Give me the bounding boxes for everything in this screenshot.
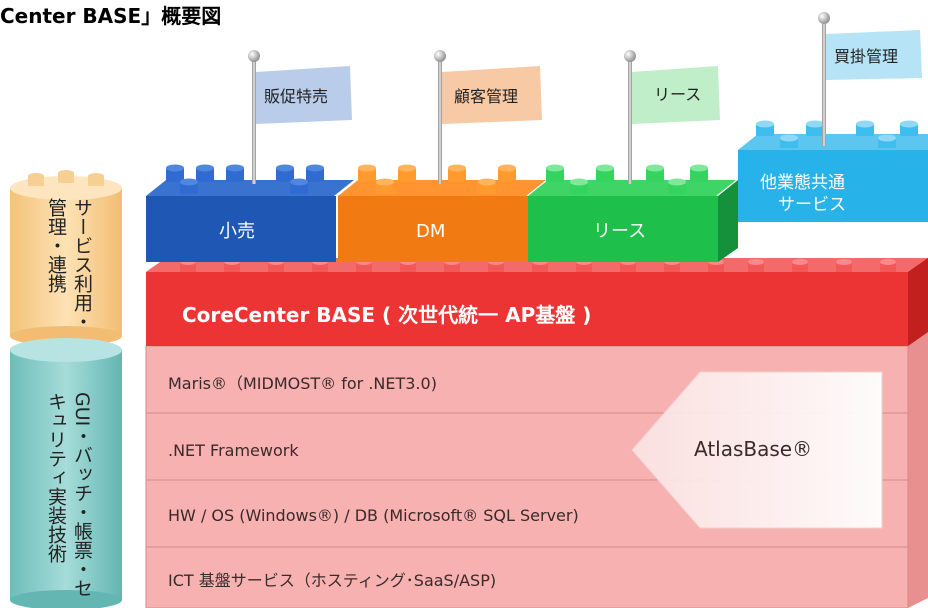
layer-hw-os-db: HW / OS (Windows®) / DB (Microsoft® SQL … <box>168 506 579 525</box>
flag-sales-promotion <box>248 50 352 184</box>
base-stud <box>400 262 416 272</box>
side-top-label: サービス利用・ <box>71 198 93 331</box>
flag-customer-management-label: 顧客管理 <box>454 87 518 106</box>
atlasbase-arrow <box>631 371 883 529</box>
layer-ict-service: ICT 基盤サービス（ホスティング･SaaS/ASP) <box>168 571 496 590</box>
module-dm-label: DM <box>416 221 445 242</box>
atlasbase-label: AtlasBase® <box>694 437 812 461</box>
side-cylinder-bottom <box>10 338 122 608</box>
module-dm <box>338 164 546 262</box>
module-retail <box>146 164 354 262</box>
common-service-line1: 他業態共通 <box>760 173 845 193</box>
layer-dotnet: .NET Framework <box>168 441 299 460</box>
page-title: Center BASE」概要図 <box>0 4 221 28</box>
base-stud <box>268 262 284 272</box>
flag-sales-promotion-label: 販促特売 <box>264 87 328 106</box>
flag-customer-management <box>434 50 542 184</box>
base-stud <box>312 262 328 272</box>
base-stud <box>880 262 896 272</box>
flag-lease <box>624 50 720 184</box>
base-stud-top <box>836 259 852 265</box>
flag-accounts-payable <box>818 12 922 146</box>
flag-accounts-payable-label: 買掛管理 <box>834 47 898 66</box>
common-service-line2: サービス <box>778 195 846 215</box>
base-stud <box>748 262 764 272</box>
base-stud <box>180 262 196 272</box>
base-block <box>146 258 928 346</box>
base-stud-top <box>748 259 764 265</box>
base-stud <box>664 262 680 272</box>
base-stud <box>532 262 548 272</box>
flag-lease-label: リース <box>654 85 701 104</box>
base-label: CoreCenter BASE ( 次世代統一 AP基盤 ) <box>182 303 591 327</box>
side-bottom-label-2: キュリティ実装技術 <box>45 392 67 563</box>
base-stud <box>836 262 852 272</box>
base-stud <box>224 262 240 272</box>
base-stud-top <box>880 259 896 265</box>
side-bottom-label: GUI・バッチ・帳票・セ <box>71 392 93 597</box>
base-stud <box>708 262 724 272</box>
module-common-service <box>738 120 928 222</box>
layer-maris: Maris®（MIDMOST® for .NET3.0) <box>168 374 437 393</box>
module-lease <box>528 164 738 262</box>
base-stud <box>620 262 636 272</box>
base-stud-top <box>792 259 808 265</box>
module-lease-label: リース <box>593 221 646 242</box>
base-stud <box>576 262 592 272</box>
side-top-label-2: 管理・連携 <box>45 198 67 293</box>
base-stud <box>444 262 460 272</box>
base-stud <box>488 262 504 272</box>
base-stud <box>356 262 372 272</box>
base-stud <box>792 262 808 272</box>
module-retail-label: 小売 <box>219 221 255 242</box>
